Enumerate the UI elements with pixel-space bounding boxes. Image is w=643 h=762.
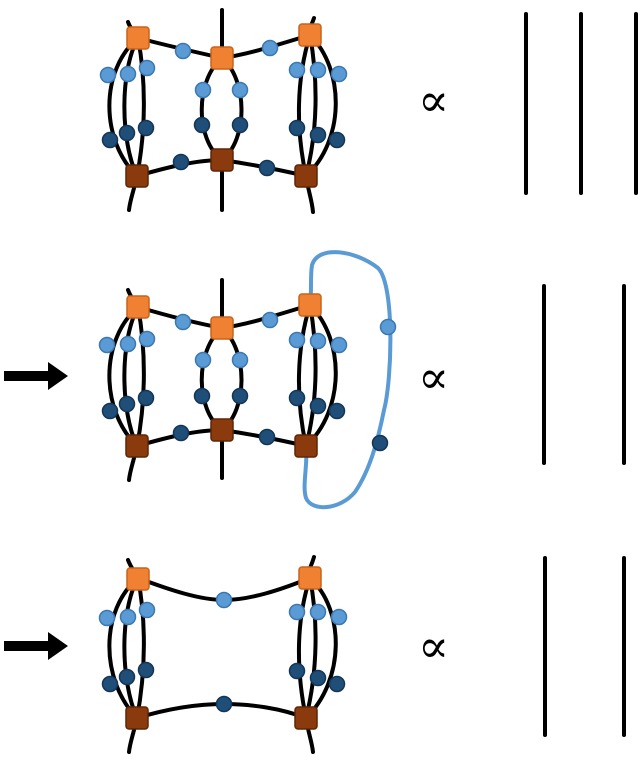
row-3-lower-tensors: [125, 706, 318, 730]
proportional-symbol-2: ∝: [418, 350, 449, 404]
row-2-dark-nodes: [101, 387, 389, 452]
row-2-light-nodes: [98, 311, 397, 369]
proportional-symbol-1: ∝: [418, 73, 449, 127]
row-2-wires: [107, 278, 338, 482]
row-2: ∝: [4, 250, 626, 510]
row-3-upper-tensors: [126, 566, 322, 591]
row-2-lower-tensors: [125, 418, 318, 458]
row-1-rhs-lines: [524, 12, 638, 195]
row-3: ∝: [4, 555, 626, 754]
trace-loop: [302, 250, 393, 510]
arrow-3: [4, 632, 68, 660]
proportional-symbol-3: ∝: [418, 619, 449, 673]
row-2-rhs-lines: [542, 284, 626, 465]
row-3-light-nodes: [98, 591, 348, 627]
arrow-2: [4, 362, 68, 390]
row-1-light-nodes: [99, 39, 348, 99]
row-3-rhs-lines: [543, 556, 626, 737]
row-3-dark-nodes: [101, 661, 346, 713]
row-1-lower-tensors: [125, 148, 318, 188]
row-1-upper-tensors: [126, 23, 322, 70]
row-1: ∝: [99, 8, 638, 214]
row-1-dark-nodes: [101, 116, 346, 177]
row-2-upper-tensors: [126, 293, 322, 340]
